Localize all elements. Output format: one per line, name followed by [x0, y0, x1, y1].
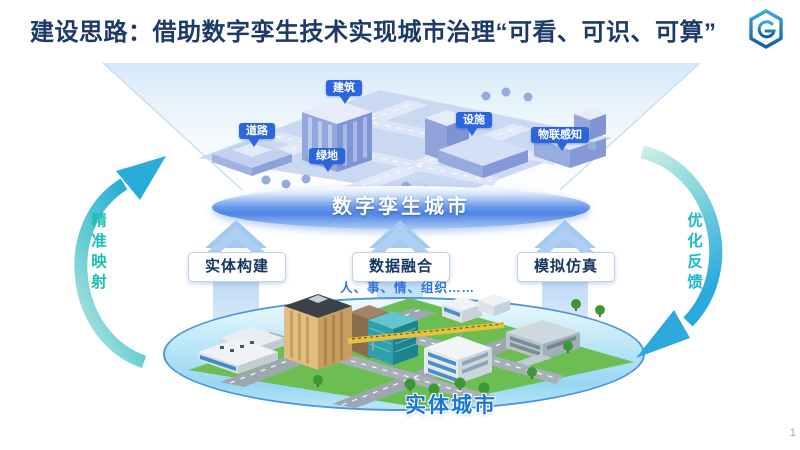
tag-greenspace-pointer-icon	[322, 163, 334, 172]
left-loop-label: 精准映射	[89, 212, 106, 294]
tag-building: 建筑	[326, 80, 362, 96]
company-logo-icon	[749, 9, 783, 49]
page-number: 1	[789, 427, 796, 439]
right-loop-arrow	[636, 145, 723, 358]
physical-city-illustration	[188, 294, 634, 408]
tag-iot-sensing: 物联感知	[531, 127, 589, 143]
slide-title: 建设思路：借助数字孪生技术实现城市治理“可看、可识、可算”	[30, 19, 717, 46]
digital-city-illustration	[198, 87, 612, 198]
step-simulation: 模拟仿真	[517, 252, 615, 282]
tag-iot-sensing-pointer-icon	[556, 142, 568, 151]
step-entity-construction: 实体构建	[188, 252, 286, 282]
tag-road: 道路	[239, 123, 275, 139]
tag-greenspace: 绿地	[309, 148, 345, 164]
left-loop-arrow	[74, 156, 166, 369]
tag-facility-pointer-icon	[466, 127, 478, 136]
right-loop-label: 优化反馈	[685, 212, 702, 294]
tag-road-pointer-icon	[248, 138, 260, 147]
physical-city-label: 实体城市	[405, 394, 497, 417]
data-fusion-note: 人、事、情、组织……	[339, 281, 475, 295]
tag-facility: 设施	[456, 112, 492, 128]
tag-building-pointer-icon	[339, 95, 351, 104]
step-data-fusion: 数据融合	[352, 252, 450, 282]
